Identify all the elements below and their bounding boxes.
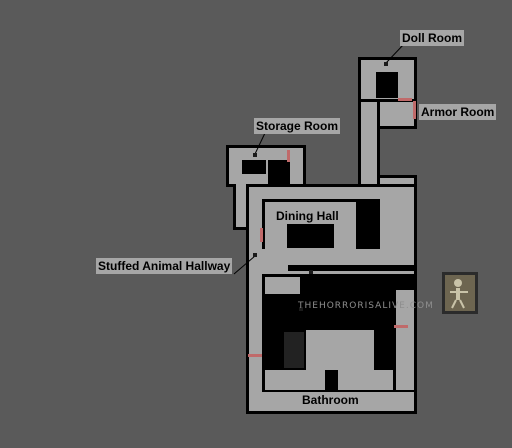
dining-hall-west-wall	[262, 199, 265, 249]
marker-bathroom	[299, 307, 303, 311]
door-dining-hall	[260, 228, 263, 242]
door-storage-room	[287, 150, 290, 162]
door-armor-room	[413, 101, 416, 119]
north-corridor-floor	[361, 102, 377, 200]
marker-doll-room	[384, 62, 388, 66]
door-bathroom-east	[394, 325, 408, 328]
leader-doll-room	[385, 43, 405, 64]
dining-hall-pillar	[356, 199, 380, 249]
bathroom-tub	[284, 332, 304, 368]
dining-hall-label: Dining Hall	[274, 208, 341, 224]
storage-room-block	[268, 160, 290, 187]
marker-hallway	[253, 253, 257, 257]
dining-hall-divider	[262, 199, 359, 202]
doll-room-block	[376, 72, 398, 98]
stuffed-animal-hallway-label: Stuffed Animal Hallway	[96, 258, 233, 274]
door-doll-room	[398, 98, 412, 101]
leader-storage-room	[254, 132, 266, 155]
bathroom-east-floor	[396, 290, 414, 390]
doll-room-label: Doll Room	[400, 30, 464, 46]
watermark-text: THEHORRORISALIVE.COM	[298, 301, 434, 311]
storage-room-label: Storage Room	[254, 118, 341, 134]
bathroom-label: Bathroom	[302, 393, 359, 407]
storage-corridor-floor	[236, 184, 248, 227]
leader-hallway	[233, 255, 256, 275]
dining-table	[287, 224, 334, 248]
marker-dining-hall	[309, 270, 313, 274]
bathroom-left-floor	[265, 370, 325, 390]
bathroom-center-floor	[306, 330, 374, 370]
armor-room-label: Armor Room	[419, 104, 497, 120]
storage-room-desk	[242, 160, 266, 174]
marker-storage-room	[253, 153, 257, 157]
skeleton-emblem-icon	[442, 272, 478, 314]
bathroom-corner-light	[265, 277, 300, 294]
dining-hall-south-wall	[288, 265, 414, 271]
door-bathroom-west	[248, 354, 262, 357]
bathroom-right-floor	[338, 370, 393, 390]
